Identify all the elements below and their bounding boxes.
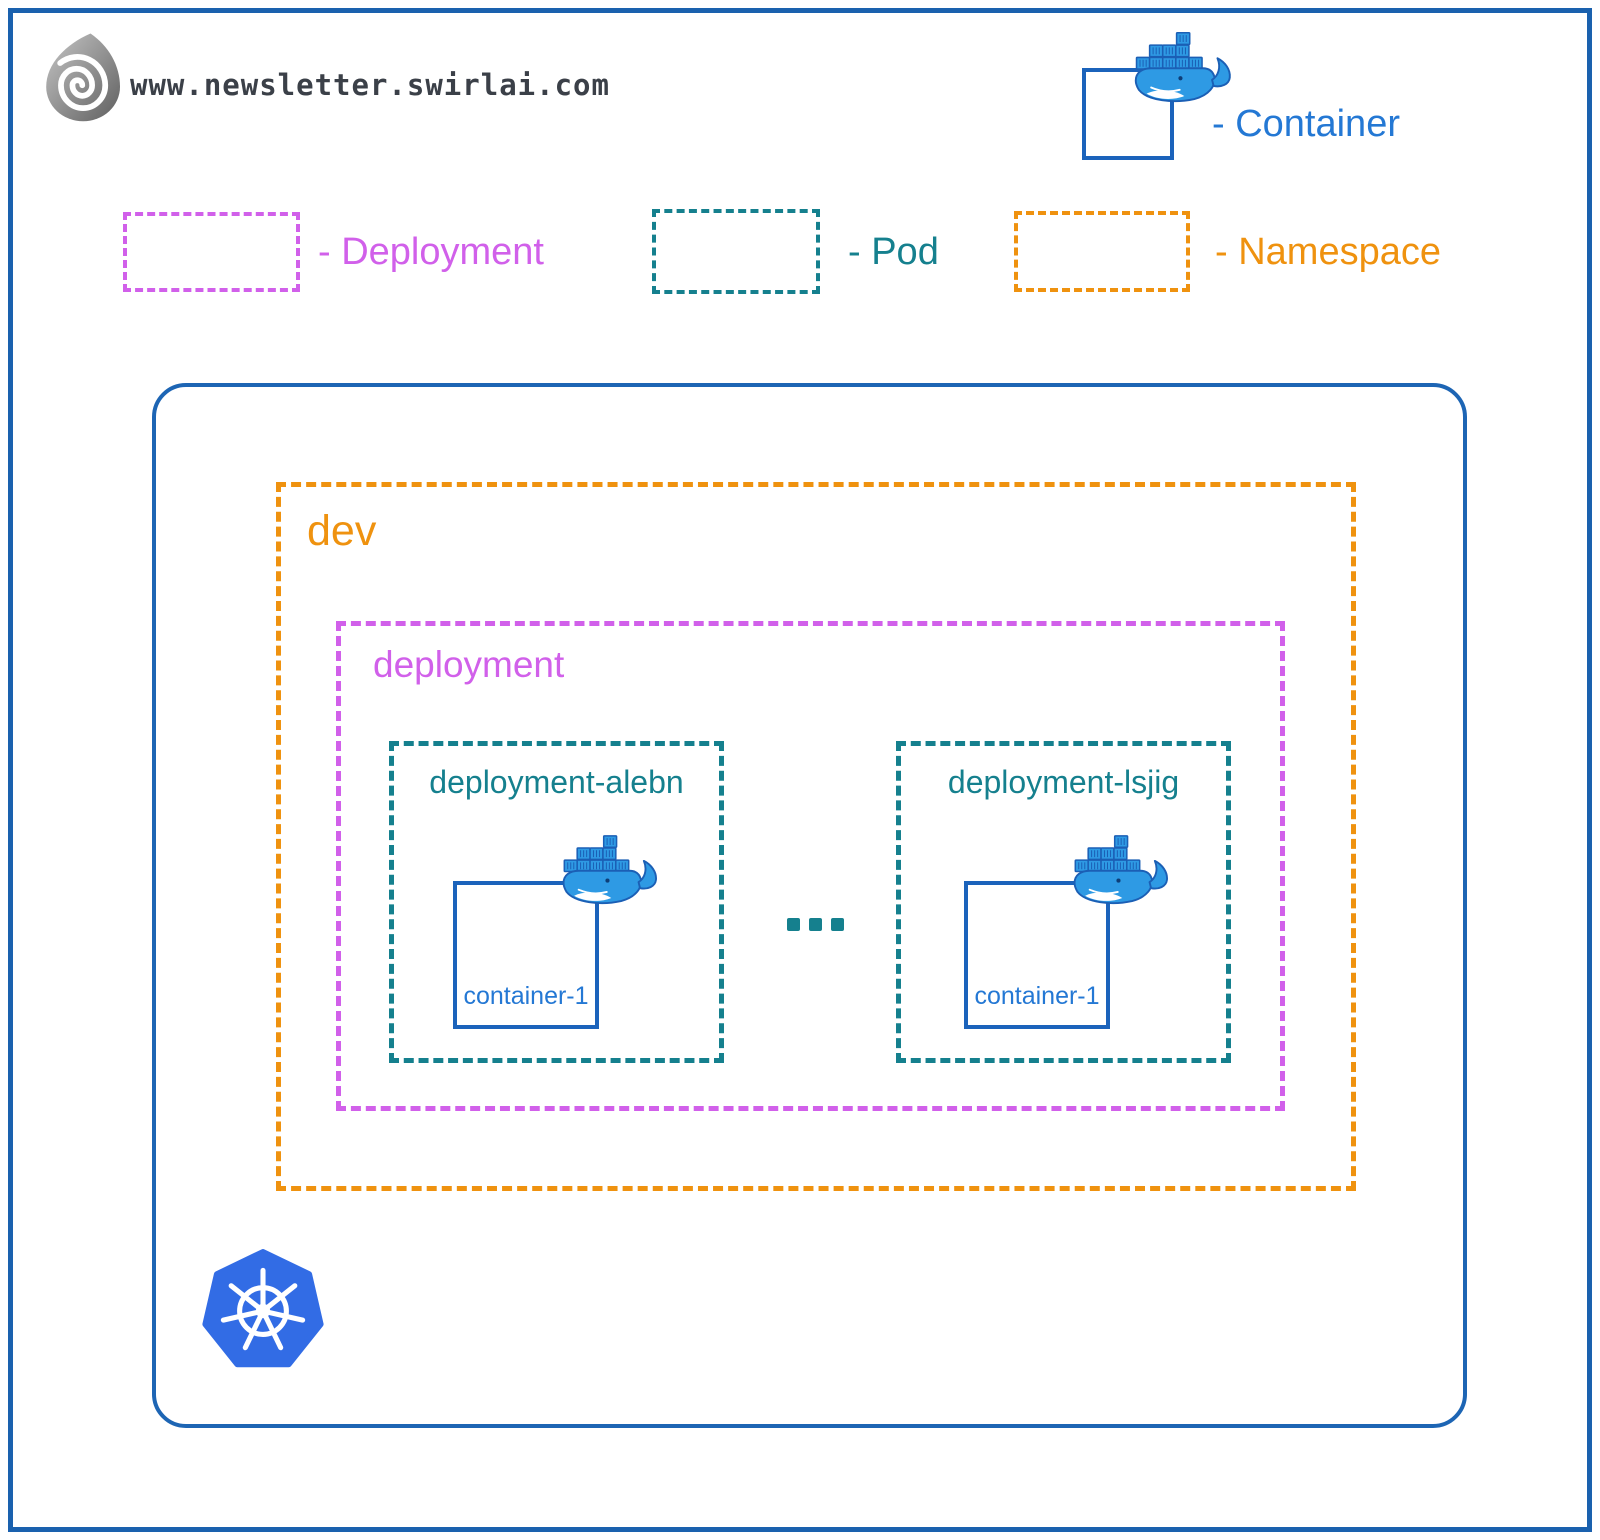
container-legend-label: - Container	[1212, 103, 1400, 145]
site-url: www.newsletter.swirlai.com	[130, 68, 610, 102]
pod-legend-label: - Pod	[848, 231, 939, 273]
ellipsis-dot	[787, 918, 800, 931]
page-border	[8, 8, 1592, 1532]
cluster-box: dev deployment deployment-alebn containe…	[152, 383, 1467, 1428]
namespace-legend-label: - Namespace	[1215, 231, 1441, 273]
kubernetes-helm-icon	[202, 1245, 324, 1371]
pod-box-deployment-alebn: deployment-alebn container-1	[389, 741, 724, 1063]
namespace-box-dev: dev deployment deployment-alebn containe…	[276, 482, 1356, 1191]
docker-whale-icon	[559, 835, 659, 908]
swirl-logo	[46, 33, 120, 122]
pod-label: deployment-lsjig	[947, 764, 1180, 800]
deployment-label: deployment	[373, 644, 565, 685]
deployment-legend-label: - Deployment	[318, 231, 544, 273]
container-legend-box	[1082, 68, 1174, 160]
namespace-legend-box	[1014, 211, 1190, 292]
ellipsis-dot	[809, 918, 822, 931]
pod-legend-box	[652, 209, 820, 294]
namespace-label: dev	[307, 507, 377, 555]
pod-label: deployment-alebn	[429, 764, 684, 800]
deployment-box: deployment deployment-alebn container-1 …	[336, 621, 1285, 1111]
container-label: container-1	[974, 982, 1100, 1010]
deployment-legend-box	[123, 212, 300, 292]
ellipsis-dot	[831, 918, 844, 931]
docker-whale-icon	[1131, 32, 1233, 106]
container-box: container-1	[453, 881, 599, 1029]
container-box: container-1	[964, 881, 1110, 1029]
pods-ellipsis	[787, 918, 844, 931]
container-label: container-1	[463, 982, 589, 1010]
docker-whale-icon	[1070, 835, 1170, 908]
pod-box-deployment-lsjig: deployment-lsjig container-1	[896, 741, 1231, 1063]
